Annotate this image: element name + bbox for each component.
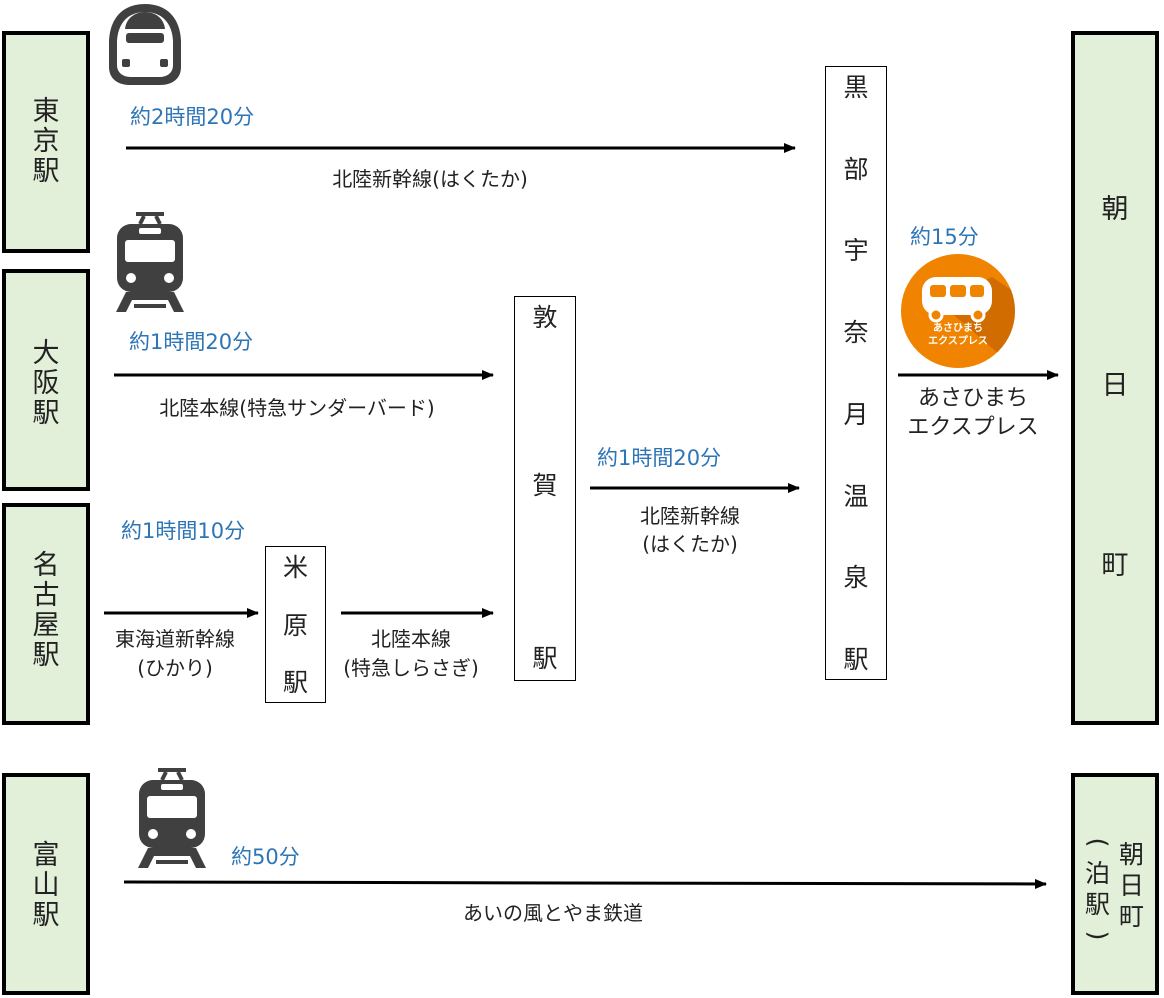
route-time-toyama: 約50分 — [231, 845, 300, 869]
destination-asahimachi-tomari: 朝 日 町 ( 泊 駅 ) — [1071, 773, 1159, 995]
station-char: 原 — [282, 610, 308, 640]
station-char: 屋 — [32, 610, 60, 641]
station-char: 阪 — [32, 368, 60, 399]
station-char: 温 — [843, 481, 869, 511]
station-char: 山 — [32, 870, 60, 901]
station-char: 名 — [32, 550, 60, 581]
destination-char: 朝 — [1119, 840, 1145, 869]
destination-char: 泊 — [1085, 859, 1111, 888]
destination-char: 駅 — [1085, 890, 1111, 919]
train-icon — [114, 210, 186, 314]
origin-tokyo-station: 東 京 駅 — [2, 31, 90, 253]
station-char: 敦 — [532, 303, 558, 332]
bus-logo-text: あさひまち — [933, 323, 983, 334]
destination-asahimachi: 朝 日 町 — [1071, 31, 1159, 725]
station-char: 駅 — [32, 156, 60, 187]
route-line-maibara-tsuruga-sub: (特急しらさぎ) — [343, 656, 479, 680]
route-time-bus: 約15分 — [910, 225, 979, 249]
route-line-bus: あさひまち — [917, 386, 1028, 411]
destination-char: 日 — [1119, 871, 1145, 900]
station-char: 駅 — [843, 644, 869, 674]
station-char: 東 — [32, 96, 60, 127]
route-line-tokyo: 北陸新幹線(はくたか) — [332, 167, 528, 191]
station-char: 富 — [32, 840, 60, 871]
station-char: 奈 — [843, 318, 869, 348]
station-char: 京 — [32, 126, 60, 157]
train-icon — [135, 766, 209, 870]
station-char: 大 — [32, 338, 60, 369]
destination-char: 日 — [1101, 370, 1129, 401]
route-line-tsuruga-kurobe-sub: (はくたか) — [642, 532, 738, 556]
route-line-nagoya: 東海道新幹線 — [115, 627, 235, 651]
station-char: 駅 — [32, 640, 60, 671]
station-char: 泉 — [843, 563, 869, 593]
station-char: 駅 — [32, 900, 60, 931]
bus-logo-text: エクスプレス — [928, 336, 988, 347]
station-char: 月 — [843, 399, 869, 429]
origin-toyama-station: 富 山 駅 — [2, 773, 90, 995]
station-char: 黒 — [843, 73, 869, 102]
route-time-tokyo: 約2時間20分 — [130, 105, 255, 129]
station-char: 駅 — [532, 644, 558, 673]
destination-char: 町 — [1101, 550, 1129, 581]
route-line-nagoya-sub: (ひかり) — [137, 656, 213, 680]
route-time-tsuruga-kurobe: 約1時間20分 — [597, 446, 722, 470]
transfer-kurobe-unazuki-onsen-station: 黒 部 宇 奈 月 温 泉 駅 — [825, 66, 887, 680]
station-char: 賀 — [532, 471, 558, 500]
route-line-toyama: あいの風とやま鉄道 — [463, 901, 643, 925]
route-line-osaka: 北陸本線(特急サンダーバード) — [159, 396, 435, 420]
route-time-nagoya: 約1時間10分 — [121, 519, 246, 543]
destination-char: 朝 — [1101, 194, 1129, 225]
station-char: 駅 — [32, 398, 60, 429]
transfer-tsuruga-station: 敦 賀 駅 — [514, 296, 576, 681]
station-char: 部 — [843, 154, 869, 184]
route-time-osaka: 約1時間20分 — [129, 330, 254, 354]
route-line-maibara-tsuruga: 北陸本線 — [371, 627, 451, 651]
shinkansen-icon — [104, 1, 186, 87]
destination-char: 町 — [1119, 902, 1145, 931]
station-char: 駅 — [282, 668, 308, 697]
origin-nagoya-station: 名 古 屋 駅 — [2, 503, 90, 725]
station-char: 米 — [282, 553, 308, 582]
arrow-toyama-tomari — [123, 878, 1047, 889]
bus-logo-icon: あさひまち エクスプレス — [900, 253, 1016, 369]
station-char: 古 — [32, 580, 60, 611]
transfer-maibara-station: 米 原 駅 — [265, 546, 326, 703]
route-line-tsuruga-kurobe: 北陸新幹線 — [640, 504, 740, 528]
station-char: 宇 — [843, 236, 869, 266]
route-line-bus-sub: エクスプレス — [907, 415, 1039, 440]
origin-osaka-station: 大 阪 駅 — [2, 269, 90, 491]
